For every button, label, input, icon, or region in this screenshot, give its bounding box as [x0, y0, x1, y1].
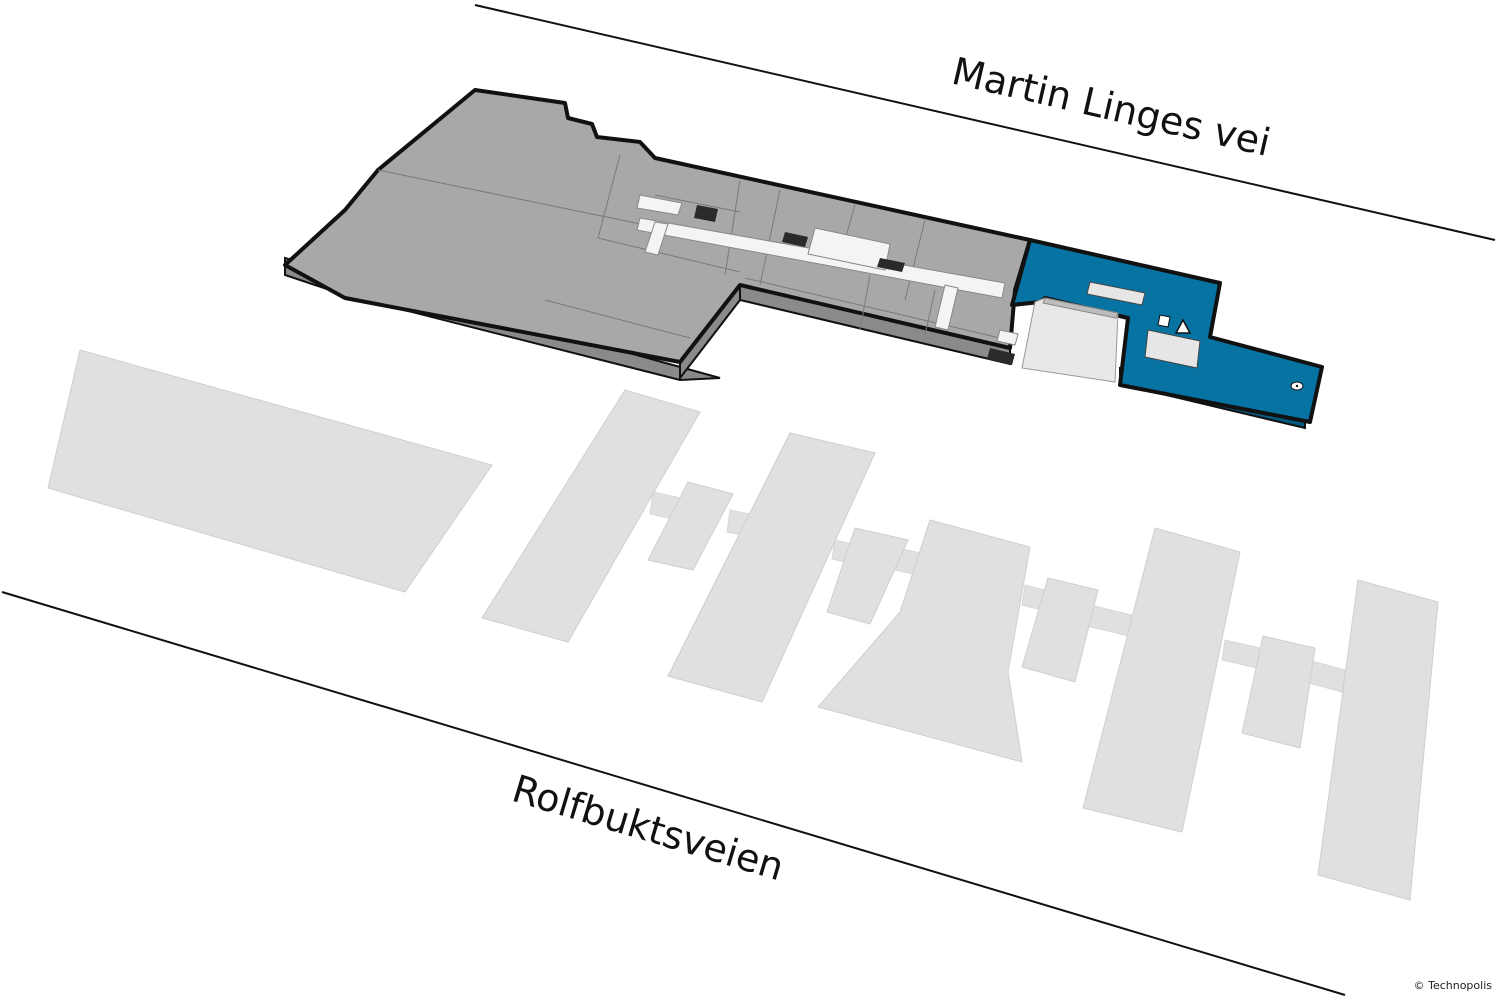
building-e	[826, 527, 909, 625]
division-1	[377, 169, 661, 229]
building-g	[1021, 577, 1099, 683]
warning-triangle-icon[interactable]	[1174, 318, 1192, 334]
division-5	[724, 179, 741, 276]
building-i	[1241, 635, 1316, 749]
elevator-core-3	[987, 348, 1015, 365]
street-line-north	[474, 4, 1496, 241]
building-j	[1317, 579, 1439, 901]
corridor-7	[1221, 639, 1261, 669]
division-3	[597, 237, 741, 273]
copyright-notice: © Technopolis	[1413, 979, 1492, 992]
division-11	[924, 289, 936, 336]
info-point-icon[interactable]	[1290, 381, 1304, 391]
division-10	[904, 219, 926, 301]
stair-symbol	[1157, 314, 1171, 328]
building-h	[1082, 527, 1241, 833]
stairs-icon	[782, 232, 808, 247]
building-b	[481, 389, 701, 643]
room-dark-stripe	[1086, 281, 1146, 306]
building-a	[47, 349, 493, 593]
division-9	[744, 277, 1001, 339]
lobby-area	[807, 227, 891, 271]
division-4	[654, 194, 741, 213]
other-buildings	[47, 349, 1439, 901]
building-f	[817, 519, 1031, 763]
division-8	[859, 274, 871, 331]
room-white-2	[996, 329, 1019, 346]
division-2	[597, 154, 621, 239]
street-line-south	[1, 591, 1346, 996]
division-7	[844, 204, 856, 241]
division-6	[759, 189, 781, 286]
elevator-core-2	[877, 258, 905, 272]
corridor-spur-2	[934, 284, 959, 331]
building-c	[647, 481, 734, 571]
room-divisions	[377, 154, 1001, 339]
main-corridors	[636, 194, 1019, 346]
elevator-icon	[694, 205, 718, 222]
room-white-1	[636, 194, 683, 216]
atrium-edge	[1042, 297, 1119, 319]
building-d	[667, 432, 876, 703]
division-12	[544, 299, 691, 339]
street-label-north: Martin Linges vei	[948, 49, 1275, 165]
reception-room	[1144, 329, 1201, 369]
corridor-spur-1	[644, 221, 669, 256]
